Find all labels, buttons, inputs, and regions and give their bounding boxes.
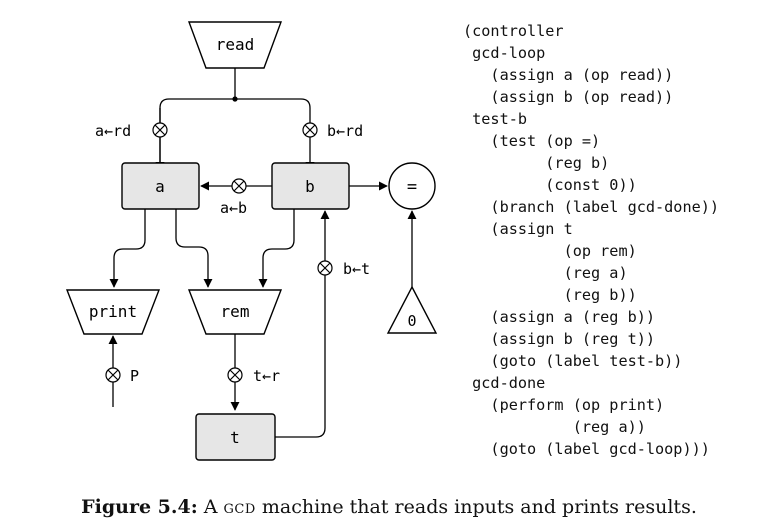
- t-r-button: [227, 367, 243, 383]
- code-line: (test (op =): [463, 132, 601, 150]
- code-line: (assign b (op read)): [463, 88, 674, 106]
- p-button: [105, 367, 121, 383]
- code-line: (reg b): [463, 154, 610, 172]
- code-line: (const 0)): [463, 176, 637, 194]
- code-line: (assign t: [463, 220, 573, 238]
- a-b-button: [231, 178, 247, 194]
- code-line: (goto (label gcd-loop))): [463, 440, 710, 458]
- figure-label: Figure 5.4:: [81, 496, 198, 518]
- code-line: (reg b)): [463, 286, 637, 304]
- figure-caption: Figure 5.4: A gcd machine that reads inp…: [0, 496, 778, 518]
- b-rd-button: [302, 122, 318, 138]
- read-operation-label: read: [216, 35, 255, 54]
- constant-zero-label: 0: [407, 312, 416, 330]
- print-operation-label: print: [89, 302, 137, 321]
- register-t: t: [195, 413, 276, 461]
- register-b: b: [271, 162, 350, 210]
- code-line: (assign a (reg b)): [463, 308, 656, 326]
- code-line: (controller: [463, 22, 564, 40]
- code-line: gcd-done: [463, 374, 546, 392]
- code-line: test-b: [463, 110, 528, 128]
- code-line: (op rem): [463, 242, 637, 260]
- code-line: (branch (label gcd-done)): [463, 198, 720, 216]
- b-t-button: [317, 260, 333, 276]
- rem-operation: rem: [187, 289, 283, 335]
- p-label: P: [130, 367, 139, 385]
- register-b-label: b: [305, 177, 315, 196]
- a-rd-label: a←rd: [95, 122, 131, 140]
- b-rd-label: b←rd: [327, 122, 363, 140]
- code-line: (assign b (reg t)): [463, 330, 656, 348]
- code-line: (reg a)): [463, 418, 646, 436]
- t-to-b-wire: [275, 210, 330, 438]
- code-line: (goto (label test-b)): [463, 352, 683, 370]
- controller-code: (controller gcd-loop (assign a (op read)…: [463, 20, 719, 460]
- caption-text-after: machine that reads inputs and prints res…: [255, 496, 697, 518]
- print-operation: print: [65, 289, 161, 335]
- a-rd-button: [152, 122, 168, 138]
- register-a-label: a: [155, 177, 165, 196]
- t-r-label: t←r: [253, 367, 280, 385]
- read-operation: read: [187, 21, 283, 69]
- code-line: gcd-loop: [463, 44, 546, 62]
- junction-dot: [232, 96, 238, 102]
- code-line: (assign a (op read)): [463, 66, 674, 84]
- caption-acronym: gcd: [223, 496, 256, 518]
- caption-text-before: A: [197, 496, 224, 518]
- b-t-label: b←t: [343, 260, 370, 278]
- read-wires: [155, 68, 315, 171]
- constant-zero: 0: [386, 285, 438, 334]
- register-output-wires: [109, 209, 295, 288]
- code-line: (perform (op print): [463, 396, 665, 414]
- code-line: (reg a): [463, 264, 628, 282]
- register-a: a: [121, 162, 200, 210]
- rem-operation-label: rem: [221, 302, 250, 321]
- a-b-label: a←b: [220, 199, 247, 217]
- register-t-label: t: [230, 428, 240, 447]
- eq-test-label: =: [407, 177, 417, 197]
- eq-test: =: [388, 162, 436, 210]
